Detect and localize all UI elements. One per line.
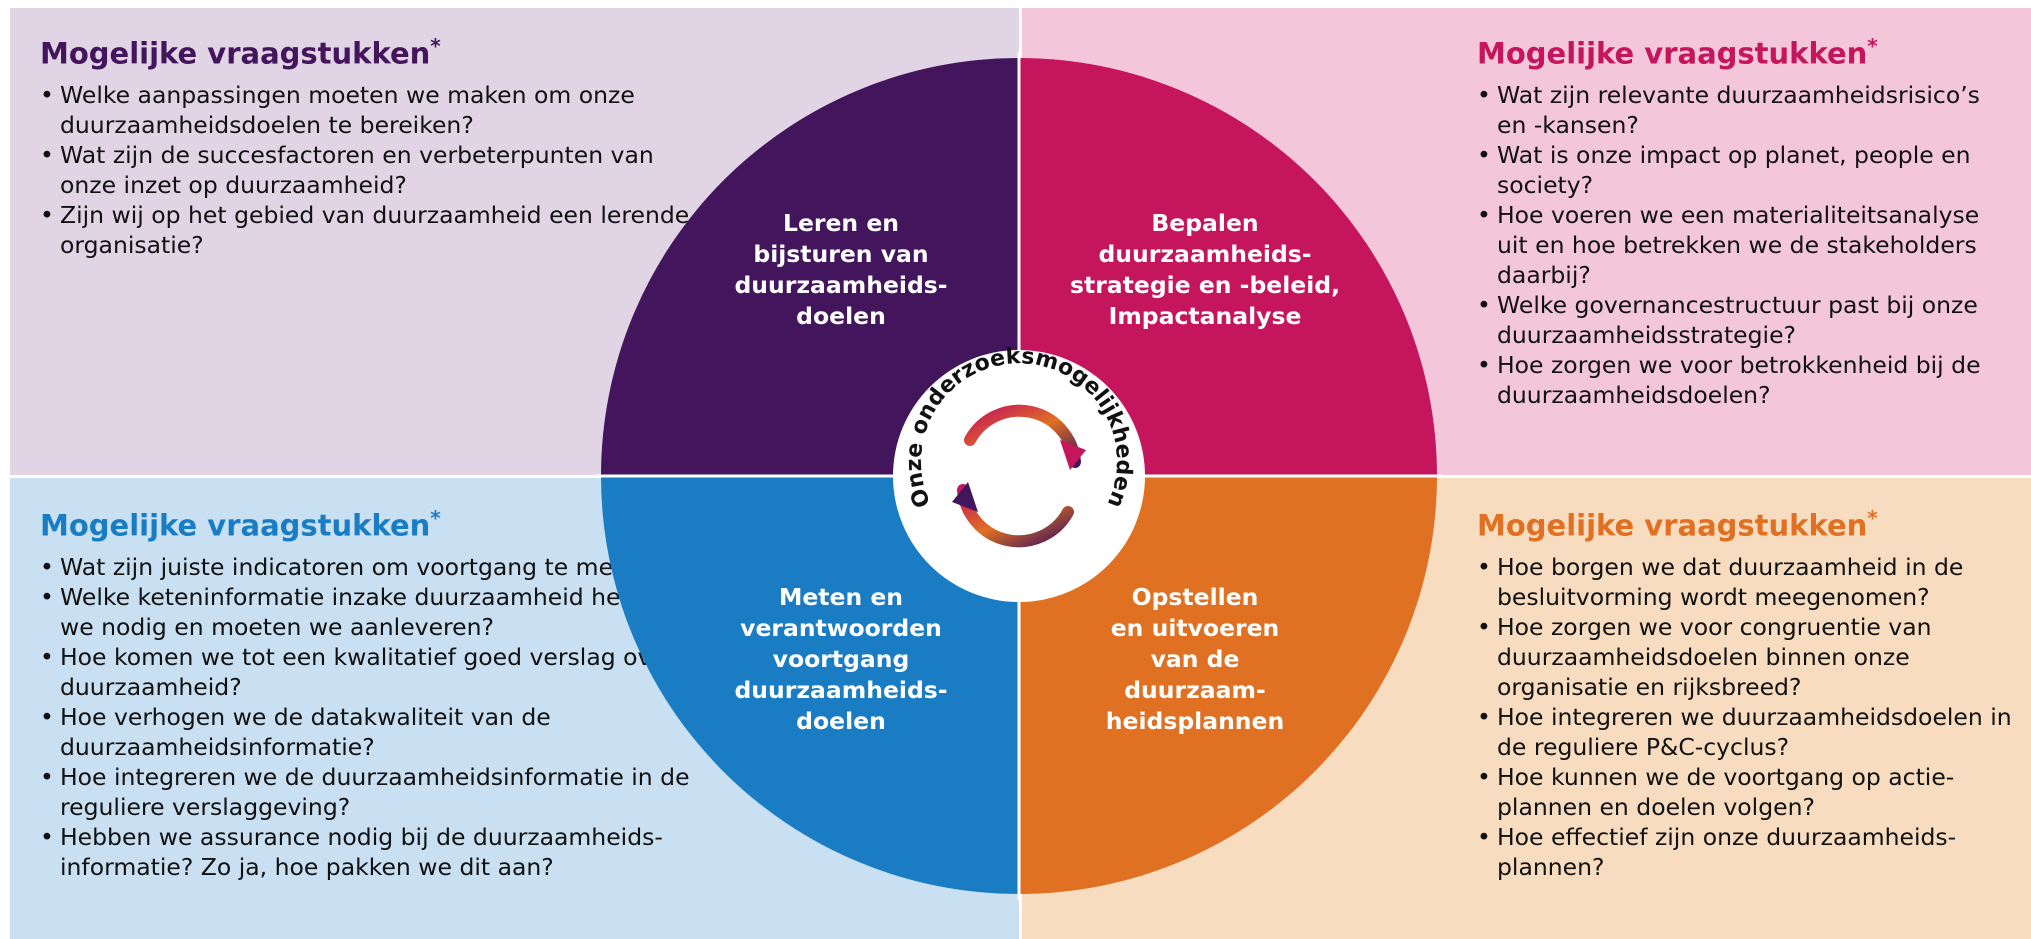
segment-strategy xyxy=(1019,58,1437,476)
list-item: Hoe integreren we de duurzaamheidsinform… xyxy=(40,762,690,822)
segment-label-learn: Leren en bijsturen van duurzaamheids- do… xyxy=(734,209,948,330)
list-item: Zijn wij op het gebied van duurzaamheid … xyxy=(40,200,690,260)
questions-panel-measure: Mogelijke vraagstukken* Wat zijn juiste … xyxy=(40,500,690,882)
segment-learn xyxy=(601,58,1019,476)
list-item: Hoe borgen we dat duurzaamheid in de bes… xyxy=(1477,552,2012,612)
list-item: Hebben we assurance nodig bij de duurzaa… xyxy=(40,822,690,882)
segment-label-measure: Meten en verantwoorden voortgang duurzaa… xyxy=(734,583,948,735)
list-item: Hoe verhogen we de datakwaliteit van de … xyxy=(40,702,690,762)
list-item: Welke keteninformatie inzake duurzaamhei… xyxy=(40,582,690,642)
list-item: Wat zijn de succesfactoren en verbeterpu… xyxy=(40,140,690,200)
list-item: Wat is onze impact op planet, people en … xyxy=(1477,140,2012,200)
list-item: Hoe voeren we een materialiteitsanalyse … xyxy=(1477,200,2012,290)
segment-label-strategy: Bepalen duurzaamheids- strategie en -bel… xyxy=(1070,209,1340,330)
list-item: Hoe zorgen we voor betrokkenheid bij de … xyxy=(1477,350,2012,410)
list-item: Welke aanpassingen moeten we maken om on… xyxy=(40,80,690,140)
questions-panel-learn: Mogelijke vraagstukken* Welke aanpassing… xyxy=(40,28,690,260)
list-item: Hoe integreren we duurzaamheidsdoelen in… xyxy=(1477,702,2012,762)
center-circle xyxy=(893,350,1145,602)
list-item: Hoe komen we tot een kwalitatief goed ve… xyxy=(40,642,690,702)
segment-label-execute: Opstellen en uitvoeren van de duurzaam- … xyxy=(1105,583,1285,735)
refresh-cycle-icon xyxy=(952,404,1086,548)
question-list: Wat zijn relevante duurzaamheidsrisico’s… xyxy=(1477,80,2012,410)
questions-panel-execute: Mogelijke vraagstukken* Hoe borgen we da… xyxy=(1477,500,2012,882)
list-item: Hoe effectief zijn onze duurzaamheids-pl… xyxy=(1477,822,2012,882)
segment-execute xyxy=(1019,476,1437,894)
questions-panel-strategy: Mogelijke vraagstukken* Wat zijn relevan… xyxy=(1477,28,2012,410)
segment-measure xyxy=(601,476,1019,894)
list-item: Hoe zorgen we voor congruentie van duurz… xyxy=(1477,612,2012,702)
panel-heading: Mogelijke vraagstukken* xyxy=(40,34,441,71)
list-item: Welke governancestructuur past bij onze … xyxy=(1477,290,2012,350)
panel-heading: Mogelijke vraagstukken* xyxy=(1477,506,1878,543)
panel-heading: Mogelijke vraagstukken* xyxy=(40,506,441,543)
list-item: Wat zijn relevante duurzaamheidsrisico’s… xyxy=(1477,80,2012,140)
list-item: Wat zijn juiste indicatoren om voortgang… xyxy=(40,552,690,582)
list-item: Hoe kunnen we de voortgang op actie-plan… xyxy=(1477,762,2012,822)
question-list: Wat zijn juiste indicatoren om voortgang… xyxy=(40,552,690,882)
question-list: Hoe borgen we dat duurzaamheid in de bes… xyxy=(1477,552,2012,882)
question-list: Welke aanpassingen moeten we maken om on… xyxy=(40,80,690,260)
panel-heading: Mogelijke vraagstukken* xyxy=(1477,34,1878,71)
